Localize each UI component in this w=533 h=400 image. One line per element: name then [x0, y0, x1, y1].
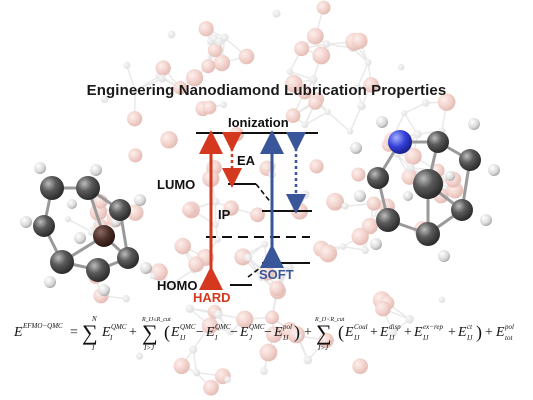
svg-text:I: I	[109, 334, 113, 342]
svg-text:R_IJ<R_cut: R_IJ<R_cut	[314, 317, 345, 323]
diagram-title: Engineering Nanodiamond Lubrication Prop…	[86, 82, 447, 99]
svg-text:+: +	[129, 325, 137, 340]
svg-text:E: E	[101, 325, 111, 340]
svg-text:): )	[476, 322, 482, 343]
svg-text:ct: ct	[467, 323, 473, 331]
energy-diagram	[196, 130, 318, 290]
ionization-label: Ionization	[228, 115, 289, 130]
soft-label: SOFT	[259, 267, 294, 282]
svg-text:Coul: Coul	[354, 323, 368, 331]
svg-text:J: J	[249, 334, 253, 342]
left-molecule	[20, 162, 152, 296]
svg-text:QMC: QMC	[111, 323, 127, 331]
hard-label: HARD	[193, 290, 231, 305]
svg-text:N: N	[91, 315, 97, 323]
svg-text:I: I	[91, 344, 95, 352]
svg-text:I: I	[214, 334, 218, 342]
svg-text:E: E	[239, 325, 249, 340]
svg-text:=: =	[70, 325, 78, 340]
svg-text:IJ: IJ	[179, 334, 186, 342]
svg-text:IJ: IJ	[466, 334, 473, 342]
svg-text:R_IJ≤R_cut: R_IJ≤R_cut	[141, 317, 171, 323]
svg-text:+: +	[304, 325, 312, 340]
svg-text:E: E	[13, 325, 23, 340]
svg-text:QMC: QMC	[180, 323, 196, 331]
svg-text:∑: ∑	[142, 320, 158, 345]
efmo-qmc-equation: E EFMO−QMC = ∑ N I E QMC I + ∑ R_IJ≤R_cu…	[13, 315, 514, 352]
svg-text:(: (	[164, 322, 170, 343]
svg-text:E: E	[495, 325, 505, 340]
svg-text:+: +	[485, 325, 493, 340]
svg-text:(: (	[338, 322, 344, 343]
svg-text:ex−rep: ex−rep	[423, 323, 444, 331]
homo-label: HOMO	[157, 278, 198, 293]
ip-label: IP	[218, 207, 231, 222]
svg-text:QMC: QMC	[215, 323, 231, 331]
svg-text:IJ: IJ	[422, 334, 429, 342]
svg-text:pol: pol	[282, 323, 292, 331]
svg-text:IJ: IJ	[282, 334, 289, 342]
svg-text:+: +	[448, 325, 456, 340]
svg-text:E: E	[170, 325, 180, 340]
svg-text:+: +	[370, 325, 378, 340]
right-molecule	[350, 116, 500, 262]
svg-text:E: E	[457, 325, 467, 340]
svg-text:QMC: QMC	[249, 323, 265, 331]
svg-text:I>J: I>J	[143, 344, 155, 352]
svg-text:E: E	[273, 325, 283, 340]
svg-text:−: −	[264, 325, 272, 340]
svg-text:E: E	[205, 325, 215, 340]
svg-text:−: −	[196, 325, 204, 340]
svg-text:disp: disp	[389, 323, 401, 331]
svg-text:∑: ∑	[316, 320, 332, 345]
ea-label: EA	[237, 153, 256, 168]
svg-text:pol: pol	[504, 323, 514, 331]
svg-text:): )	[294, 322, 300, 343]
svg-text:+: +	[404, 325, 412, 340]
svg-text:E: E	[379, 325, 389, 340]
svg-text:∑: ∑	[82, 320, 98, 345]
nanodiamond-cluster-background	[64, 0, 464, 396]
svg-text:tot: tot	[505, 334, 513, 342]
lumo-label: LUMO	[157, 177, 196, 192]
svg-text:I>J: I>J	[317, 344, 329, 352]
svg-text:E: E	[344, 325, 354, 340]
svg-text:−: −	[230, 325, 238, 340]
svg-text:IJ: IJ	[388, 334, 395, 342]
svg-text:EFMO−QMC: EFMO−QMC	[22, 322, 63, 330]
svg-text:E: E	[413, 325, 423, 340]
svg-text:IJ: IJ	[353, 334, 360, 342]
